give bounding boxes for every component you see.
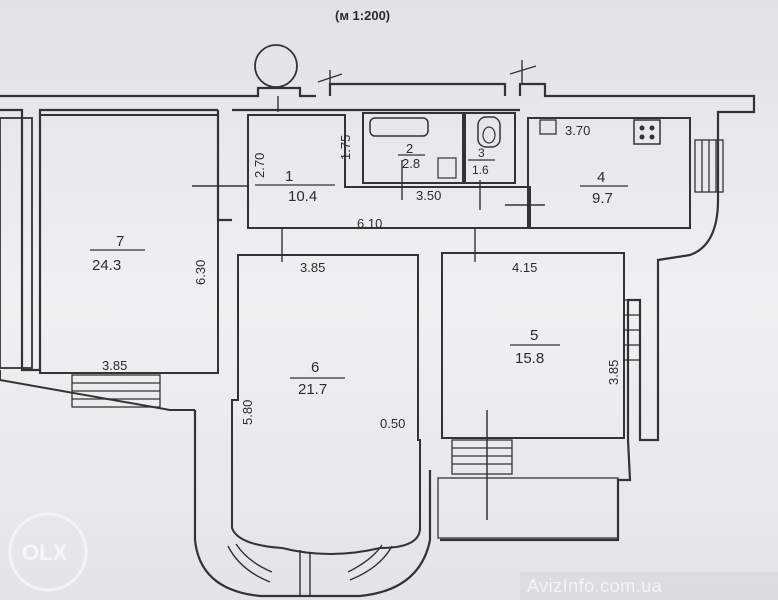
room-7-area: 24.3 bbox=[92, 257, 121, 274]
dimension-3-85-room-6: 3.85 bbox=[300, 260, 325, 275]
room-2: 2 2.8 bbox=[362, 112, 464, 184]
room-3: 3 1.6 bbox=[464, 112, 516, 184]
watermark-text: AvizInfo.com.ua bbox=[527, 576, 663, 596]
dimension-6-30: 6.30 bbox=[193, 260, 208, 285]
room-2-area: 2.8 bbox=[402, 156, 420, 171]
room-2-number: 2 bbox=[406, 141, 413, 156]
room-1-area: 10.4 bbox=[288, 188, 317, 205]
dimension-3-85-room-5: 3.85 bbox=[606, 360, 621, 385]
room-4-number: 4 bbox=[597, 169, 605, 186]
room-3-number: 3 bbox=[478, 146, 485, 160]
dimension-3-50: 3.50 bbox=[416, 188, 441, 203]
olx-logo-text: OLX bbox=[22, 540, 68, 565]
dimension-3-70: 3.70 bbox=[565, 123, 590, 138]
room-7-steps bbox=[71, 374, 161, 408]
olx-logo: OLX bbox=[8, 512, 88, 592]
room-7: 7 24.3 bbox=[39, 114, 219, 374]
room-6-number: 6 bbox=[311, 359, 319, 376]
room-5-area: 15.8 bbox=[515, 350, 544, 367]
dimension-3-85-room-7: 3.85 bbox=[102, 358, 127, 373]
left-edge-room bbox=[0, 117, 33, 369]
dimension-1-75: 1.75 bbox=[338, 135, 353, 160]
room-4: 4 9.7 bbox=[527, 117, 691, 229]
watermark-band bbox=[520, 572, 778, 600]
dimension-4-15: 4.15 bbox=[512, 260, 537, 275]
door-marks bbox=[192, 60, 545, 262]
dimension-5-80: 5.80 bbox=[240, 400, 255, 425]
kitchen-steps bbox=[694, 139, 724, 193]
dimension-0-50: 0.50 bbox=[380, 416, 405, 431]
bottom-left-wall bbox=[0, 370, 195, 411]
dimension-2-70: 2.70 bbox=[252, 153, 267, 178]
room-1-number: 1 bbox=[285, 168, 293, 185]
right-balcony-steps bbox=[624, 299, 640, 361]
room-7-number: 7 bbox=[116, 233, 124, 250]
scale-label: (м 1:200) bbox=[335, 8, 390, 23]
room-5-number: 5 bbox=[530, 327, 538, 344]
ventilation-circle bbox=[254, 44, 298, 88]
room-4-area: 9.7 bbox=[592, 190, 613, 207]
dimension-labels: 2.70 1.75 3.50 6.10 3.70 6.30 3.85 3.85 … bbox=[102, 123, 621, 431]
right-outer-wall bbox=[440, 199, 720, 542]
room-1: 1 10.4 bbox=[247, 114, 531, 229]
room-3-area: 1.6 bbox=[472, 163, 489, 177]
room-5-steps bbox=[437, 410, 619, 539]
room-6-area: 21.7 bbox=[298, 381, 327, 398]
bay-window bbox=[227, 543, 393, 596]
dimension-6-10: 6.10 bbox=[357, 216, 382, 231]
